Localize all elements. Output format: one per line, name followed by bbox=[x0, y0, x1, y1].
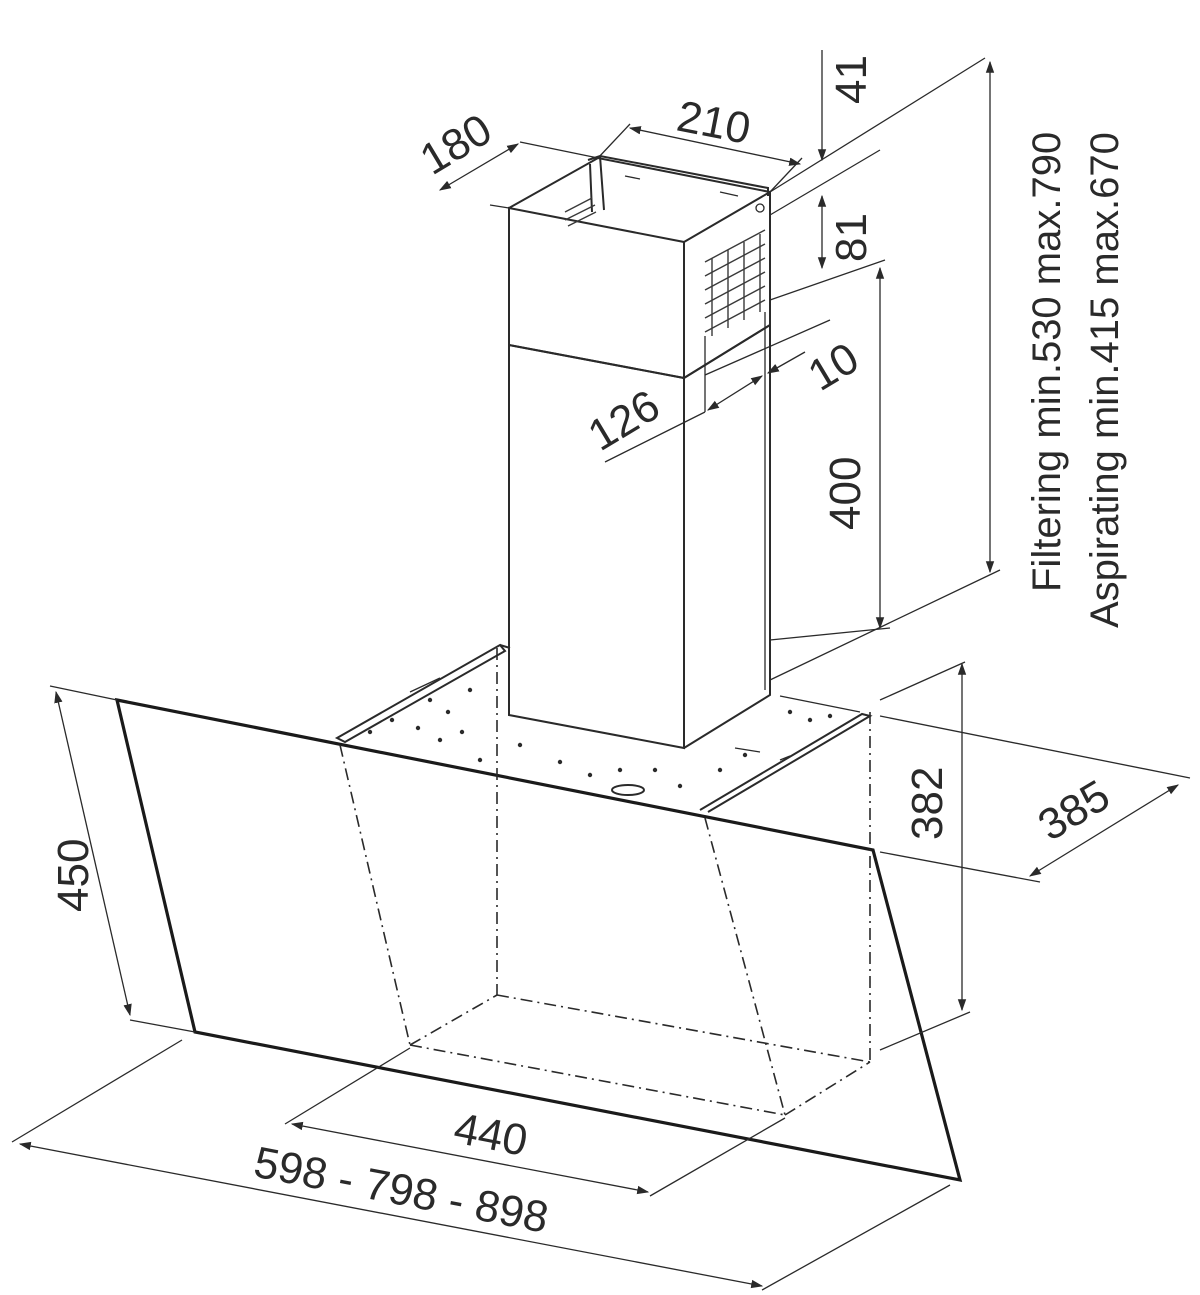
label-450: 450 bbox=[49, 839, 98, 912]
dimension-labels: 210 180 41 81 400 126 10 450 382 385 440… bbox=[49, 55, 1127, 1243]
canopy-top-plate bbox=[334, 643, 507, 744]
mounting-holes bbox=[367, 687, 833, 789]
hood-body bbox=[114, 643, 963, 1183]
label-210: 210 bbox=[673, 92, 754, 154]
label-385: 385 bbox=[1030, 771, 1118, 851]
label-400: 400 bbox=[821, 457, 870, 530]
label-41: 41 bbox=[827, 55, 876, 104]
hidden-edges bbox=[339, 648, 871, 1116]
top-bracket bbox=[587, 154, 769, 213]
note-aspirating: Aspirating min.415 max.670 bbox=[1083, 132, 1127, 628]
chimney bbox=[508, 154, 771, 750]
upper-chimney bbox=[508, 206, 685, 380]
note-filtering: Filtering min.530 max.790 bbox=[1025, 132, 1069, 592]
glass-panel bbox=[114, 697, 963, 1183]
label-382: 382 bbox=[903, 767, 952, 840]
label-180: 180 bbox=[412, 105, 500, 185]
label-81: 81 bbox=[827, 213, 876, 262]
vent-grille bbox=[564, 197, 766, 336]
lower-chimney bbox=[508, 343, 685, 750]
label-126: 126 bbox=[580, 381, 668, 461]
label-10: 10 bbox=[800, 333, 867, 400]
dimension-lines bbox=[11, 50, 1191, 1291]
